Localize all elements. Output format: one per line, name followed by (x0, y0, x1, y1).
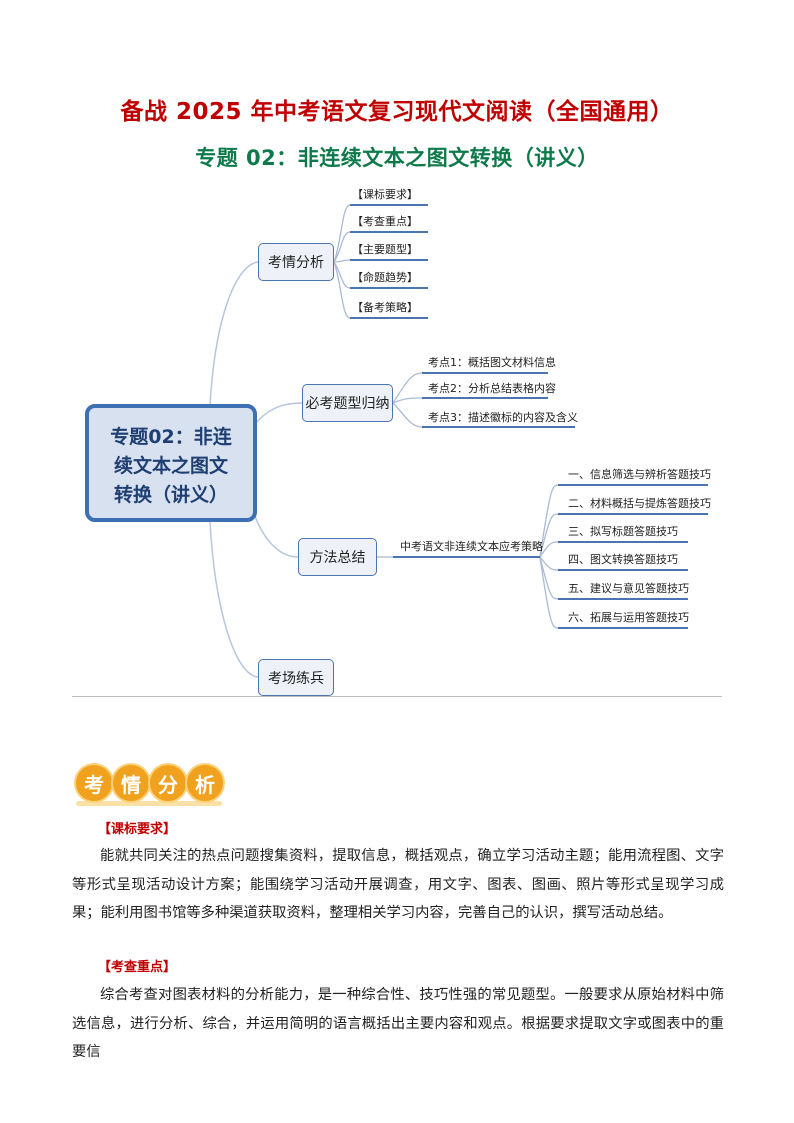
heading-curriculum-requirements: 【课标要求】 (98, 822, 177, 837)
branch-node-question-types: 必考题型归纳 (302, 384, 393, 422)
badge-char: 析 (185, 763, 225, 803)
central-topic-line: 续文本之图文 (113, 455, 228, 477)
section-divider (72, 696, 722, 697)
paragraph-exam-focus: 综合考查对图表材料的分析能力，是一种综合性、技巧性强的常见题型。一般要求从原始材… (72, 987, 724, 1060)
mid-strategy-label: 中考语文非连续文本应考策略 (400, 540, 543, 553)
leaf-trend: 【命题趋势】 (352, 271, 418, 284)
leaf-exam-focus: 【考查重点】 (352, 215, 418, 228)
badge-char: 考 (74, 763, 114, 803)
leaf-point-1: 考点1：概括图文材料信息 (428, 356, 556, 369)
leaf-technique-3: 三、拟写标题答题技巧 (568, 525, 678, 538)
badge-char: 分 (148, 763, 188, 803)
leaf-main-question-types: 【主要题型】 (352, 243, 418, 256)
branch-node-method-summary: 方法总结 (298, 538, 377, 576)
leaf-technique-6: 六、拓展与运用答题技巧 (568, 611, 689, 624)
central-topic-line: 转换（讲义） (113, 484, 228, 506)
branch-node-exam-analysis: 考情分析 (258, 243, 334, 281)
mind-map: 专题02：非连 续文本之图文 转换（讲义） 考情分析 必考题型归纳 方法总结 考… (85, 188, 711, 696)
leaf-point-3: 考点3：描述徽标的内容及含义 (428, 411, 578, 424)
branch-node-exam-practice: 考场练兵 (258, 659, 334, 696)
leaf-technique-2: 二、材料概括与提炼答题技巧 (568, 497, 711, 510)
leaf-strategy: 【备考策略】 (352, 301, 418, 314)
mind-map-connectors (209, 204, 708, 678)
leaf-technique-1: 一、信息筛选与辨析答题技巧 (568, 468, 711, 481)
central-topic-node: 专题02：非连 续文本之图文 转换（讲义） (85, 404, 257, 522)
central-topic-line: 专题02：非连 (110, 426, 232, 448)
leaf-technique-5: 五、建议与意见答题技巧 (568, 582, 689, 595)
leaf-point-2: 考点2：分析总结表格内容 (428, 382, 556, 395)
heading-exam-focus: 【考查重点】 (98, 960, 177, 975)
badge-char: 情 (111, 763, 151, 803)
paragraph-curriculum-requirements: 能就共同关注的热点问题搜集资料，提取信息，概括观点，确立学习活动主题；能用流程图… (72, 848, 724, 921)
document-subtitle: 专题 02：非连续文本之图文转换（讲义） (195, 146, 599, 170)
badge-underline (76, 801, 222, 806)
document-title: 备战 2025 年中考语文复习现代文阅读（全国通用） (120, 99, 674, 125)
leaf-curriculum-requirements: 【课标要求】 (352, 188, 418, 201)
leaf-technique-4: 四、图文转换答题技巧 (568, 553, 678, 566)
